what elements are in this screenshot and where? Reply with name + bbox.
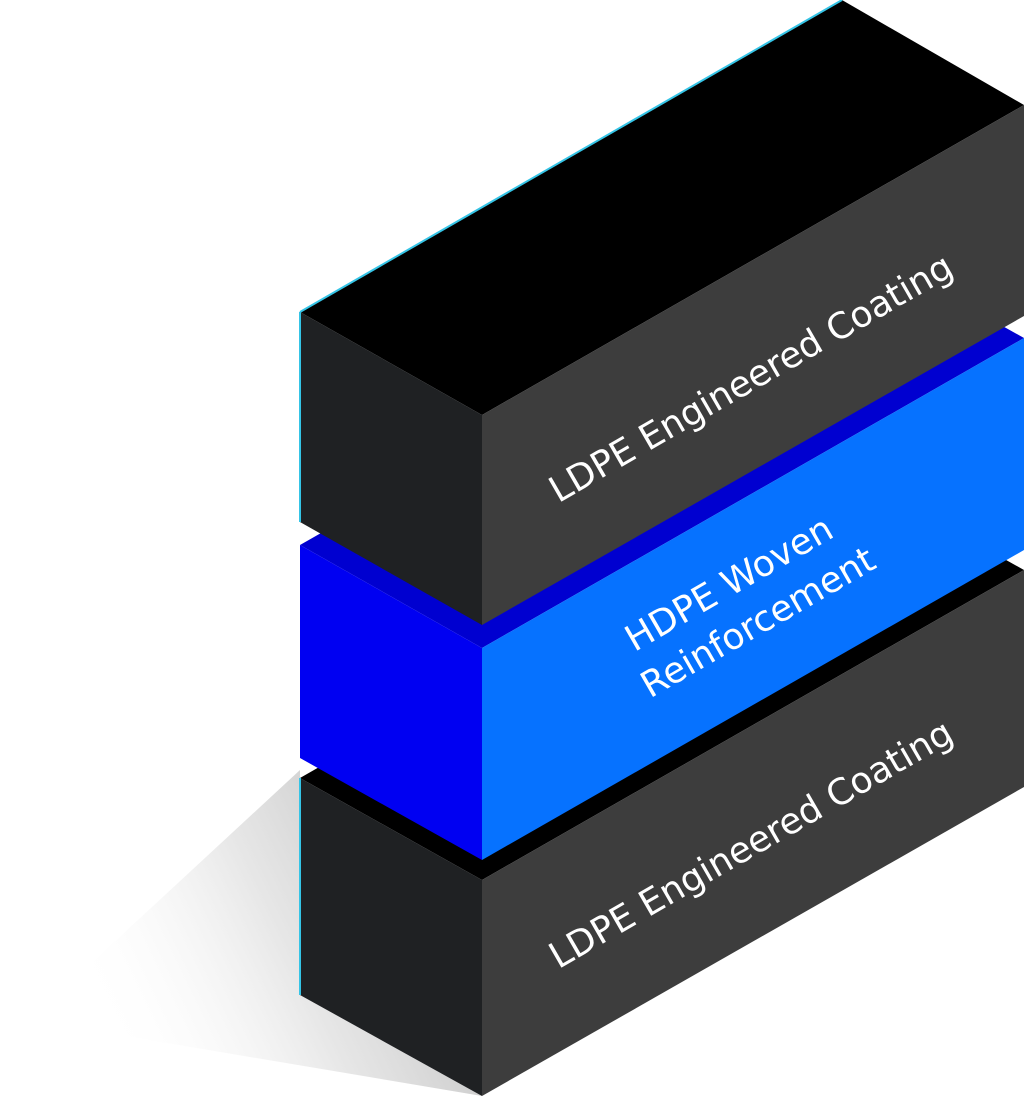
layer-top-top-face bbox=[300, 0, 1024, 415]
layer-top-side-face bbox=[300, 312, 482, 625]
layer-middle-front-face bbox=[482, 338, 1024, 860]
layer-top-front-face bbox=[482, 105, 1024, 625]
layer-bottom-front-face bbox=[482, 570, 1024, 1096]
layer-bottom-side-face bbox=[300, 778, 482, 1096]
cast-shadow bbox=[30, 770, 482, 1096]
layer-middle-side-face bbox=[300, 545, 482, 860]
layer-top-rear-edge bbox=[299, 0, 843, 313]
